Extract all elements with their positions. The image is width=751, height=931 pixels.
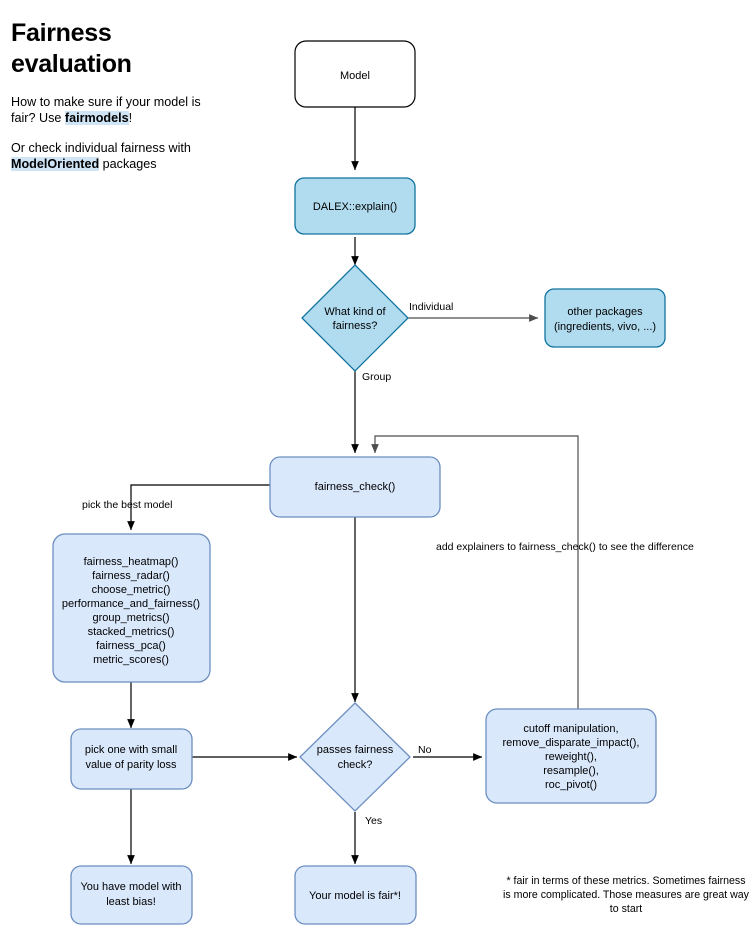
fairmodels-highlight: fairmodels	[64, 110, 129, 125]
node-dalex-explain-label: DALEX::explain()	[313, 201, 397, 213]
node-mitigation-line-0: cutoff manipulation,	[523, 723, 618, 735]
modeloriented-highlight: ModelOriented	[11, 156, 100, 171]
node-viz-functions[interactable]: fairness_heatmap() fairness_radar() choo…	[52, 533, 211, 683]
edge-label-add-explainers: add explainers to fairness_check() to se…	[436, 541, 694, 553]
node-viz-function-4: group_metrics()	[92, 612, 169, 624]
node-what-kind-of-fairness[interactable]: What kind of fairness?	[301, 264, 409, 372]
node-passes-fairness-check[interactable]: passes fairness check?	[299, 702, 411, 812]
node-fairness-check[interactable]: fairness_check()	[269, 456, 441, 518]
intro-p1-pre: How to make sure if your model is fair? …	[11, 95, 201, 125]
node-mitigation[interactable]: cutoff manipulation, remove_disparate_im…	[485, 708, 657, 804]
intro-paragraph-2: Or check individual fairness with ModelO…	[11, 141, 206, 173]
node-dalex-explain[interactable]: DALEX::explain()	[294, 177, 416, 235]
node-pick-small-parity-line2: value of parity loss	[85, 759, 177, 771]
node-fairness-check-label: fairness_check()	[315, 481, 396, 493]
edge-label-group: Group	[362, 371, 391, 383]
node-model[interactable]: Model	[294, 40, 416, 108]
edge-label-yes: Yes	[365, 815, 382, 827]
node-least-bias-line1: You have model with	[80, 881, 181, 893]
node-viz-function-5: stacked_metrics()	[88, 626, 175, 638]
node-model-label: Model	[340, 70, 370, 82]
node-least-bias-line2: least bias!	[106, 896, 156, 908]
footnote: * fair in terms of these metrics. Someti…	[503, 875, 749, 916]
node-other-packages[interactable]: other packages (ingredients, vivo, ...)	[544, 288, 666, 348]
node-kind-fairness-line2: fairness?	[333, 320, 378, 332]
node-other-packages-line2: (ingredients, vivo, ...)	[554, 321, 656, 333]
intro-p2-post: packages	[99, 156, 157, 171]
edges	[127, 107, 579, 865]
node-viz-function-6: fairness_pca()	[96, 640, 166, 652]
node-mitigation-line-4: roc_pivot()	[545, 779, 597, 791]
node-viz-function-1: fairness_radar()	[92, 570, 170, 582]
node-viz-function-0: fairness_heatmap()	[84, 556, 179, 568]
node-other-packages-line1: other packages	[567, 306, 643, 318]
node-pick-small-parity-line1: pick one with small	[85, 744, 177, 756]
node-mitigation-line-3: resample(),	[543, 765, 599, 777]
edge-fairness-check-to-viz-functions	[127, 484, 270, 531]
node-passes-check-line1: passes fairness	[317, 744, 394, 756]
node-mitigation-line-2: reweight(),	[545, 751, 597, 763]
node-least-bias[interactable]: You have model with least bias!	[70, 865, 193, 925]
intro-paragraph-1: How to make sure if your model is fair? …	[11, 95, 206, 127]
edge-labels: Individual Group pick the best model add…	[82, 301, 694, 827]
intro-p2-pre: Or check individual fairness with	[11, 140, 191, 155]
edge-label-individual: Individual	[409, 301, 453, 313]
node-viz-function-7: metric_scores()	[93, 654, 169, 666]
page-title: Fairness evaluation	[11, 19, 132, 78]
node-model-is-fair-label: Your model is fair*!	[309, 890, 401, 902]
node-mitigation-line-1: remove_disparate_impact(),	[503, 737, 640, 749]
node-passes-check-line2: check?	[338, 759, 373, 771]
intro-p1-post: !	[128, 110, 133, 125]
node-pick-small-parity-loss[interactable]: pick one with small value of parity loss	[70, 728, 193, 790]
intro-panel: Fairness evaluation How to make sure if …	[11, 18, 206, 186]
edge-label-no: No	[418, 744, 432, 756]
edge-mitigation-loopback-to-fairness-check	[371, 435, 579, 709]
node-viz-function-2: choose_metric()	[92, 584, 171, 596]
node-viz-function-3: performance_and_fairness()	[62, 598, 200, 610]
edge-label-pick-best-model: pick the best model	[82, 499, 172, 511]
node-kind-fairness-line1: What kind of	[324, 306, 386, 318]
node-model-is-fair[interactable]: Your model is fair*!	[294, 865, 417, 925]
